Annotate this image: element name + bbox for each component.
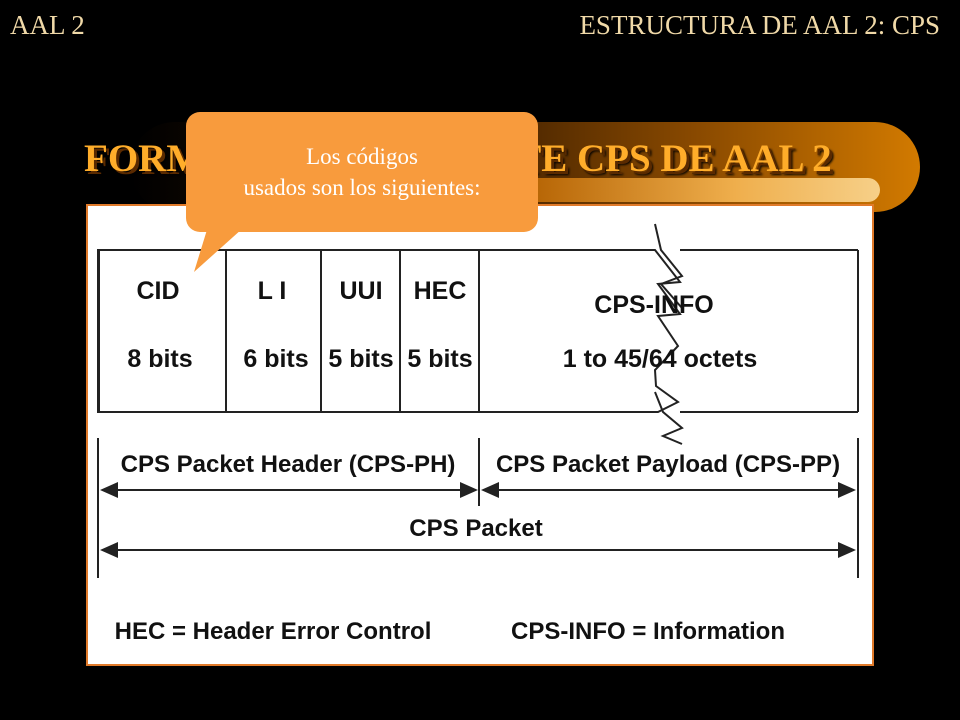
packet-arrow-left-head (100, 542, 118, 558)
packet-arrow-right-head (838, 542, 856, 558)
header-span-label: CPS Packet Header (CPS-PH) (121, 451, 456, 478)
field-uui-name: UUI (339, 277, 382, 305)
callout-tail (194, 220, 252, 272)
field-hec-size: 5 bits (407, 345, 472, 373)
payload-arrow-right-head (838, 482, 856, 498)
title-banner-highlight (520, 178, 880, 202)
field-info-name: CPS-INFO (594, 291, 713, 319)
header-arrow-right-head (460, 482, 478, 498)
field-box-outline (97, 249, 682, 413)
field-info-size: 1 to 45/64 octets (563, 345, 758, 373)
field-hec-name: HEC (414, 277, 467, 305)
callout-line-1: Los códigos (306, 144, 418, 169)
legend-info: CPS-INFO = Information (511, 618, 785, 645)
cps-packet-svg: CID 8 bits L I 6 bits UUI 5 bits HEC 5 b… (97, 223, 859, 645)
field-li-name: L I (258, 277, 287, 305)
payload-span-label: CPS Packet Payload (CPS-PP) (496, 451, 840, 478)
field-uui-size: 5 bits (328, 345, 393, 373)
field-box-left (98, 250, 100, 412)
payload-arrow-left-head (481, 482, 499, 498)
legend-hec: HEC = Header Error Control (115, 618, 432, 645)
field-li-size: 6 bits (243, 345, 308, 373)
packet-break-zigzag (654, 223, 684, 309)
field-cid-size: 8 bits (127, 345, 192, 373)
packet-span-label: CPS Packet (409, 515, 542, 542)
cps-packet-diagram: CID 8 bits L I 6 bits UUI 5 bits HEC 5 b… (86, 204, 874, 666)
callout-line-2: usados son los siguientes: (243, 175, 481, 200)
header-right: ESTRUCTURA DE AAL 2: CPS (579, 10, 940, 40)
callout-bubble: Los códigos usados son los siguientes: (186, 112, 538, 232)
header-arrow-left-head (100, 482, 118, 498)
field-cid-name: CID (136, 277, 179, 305)
packet-break-zigzag-bottom (654, 391, 684, 445)
header-left: AAL 2 (10, 10, 85, 40)
